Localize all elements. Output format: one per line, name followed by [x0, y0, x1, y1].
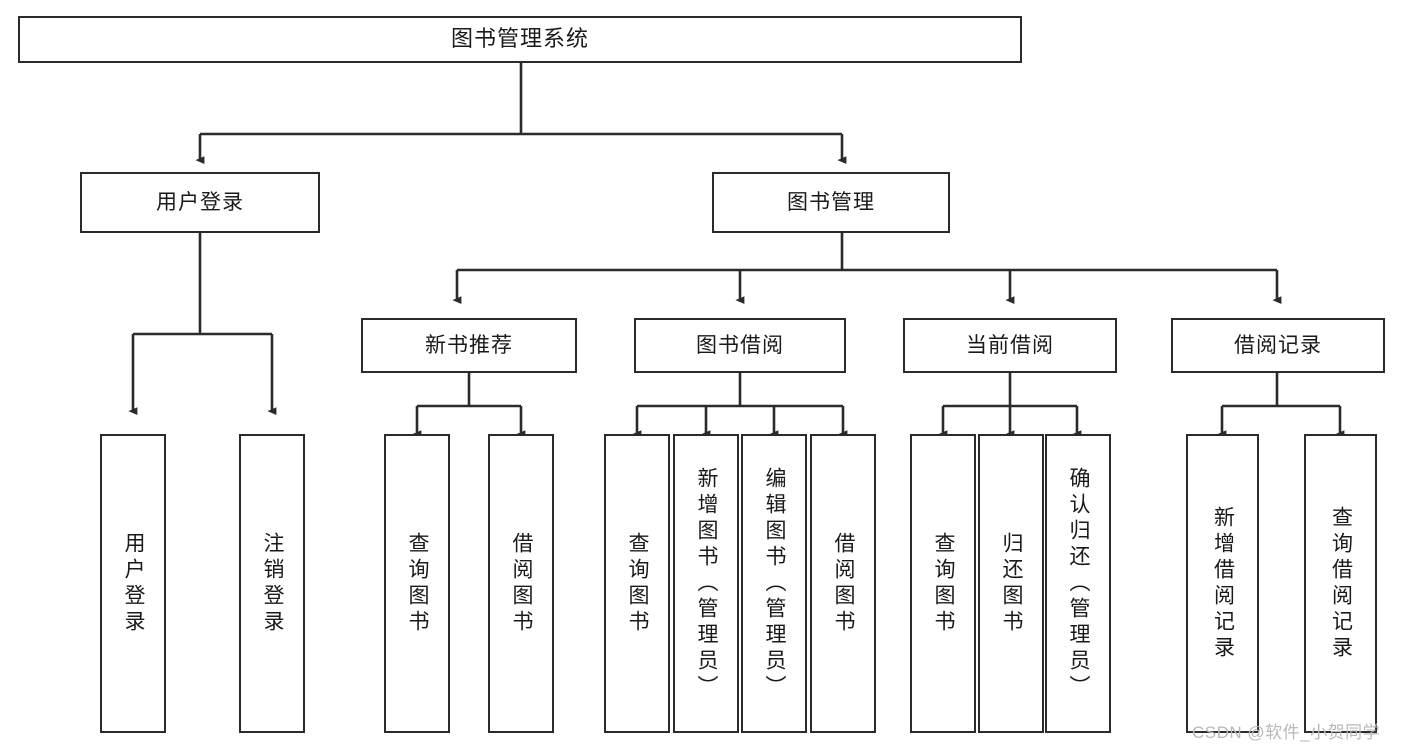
node-book-borrow[interactable]: 图书借阅	[634, 318, 846, 373]
node-leaf-query-borrow-record-label: 查询借阅记录	[1329, 505, 1353, 662]
node-book-management[interactable]: 图书管理	[712, 172, 950, 233]
root-to-level2-lines	[195, 63, 847, 165]
csdn-watermark: CSDN @软件_小贺同学	[1192, 723, 1381, 742]
node-leaf-query-book-recommend[interactable]: 查询图书	[384, 434, 450, 733]
node-leaf-edit-book-admin-label: 编辑图书（管理员）	[763, 466, 787, 701]
node-root-book-management-system[interactable]: 图书管理系统	[18, 16, 1022, 63]
node-leaf-return-book[interactable]: 归还图书	[978, 434, 1044, 733]
new-book-to-leaves-lines	[412, 373, 526, 439]
node-borrow-records[interactable]: 借阅记录	[1171, 318, 1385, 373]
node-new-book-recommend[interactable]: 新书推荐	[361, 318, 577, 373]
node-leaf-query-book-current[interactable]: 查询图书	[910, 434, 976, 733]
node-leaf-user-logout[interactable]: 注销登录	[239, 434, 305, 733]
current-borrow-to-leaves-lines	[938, 373, 1082, 439]
node-leaf-borrow-book[interactable]: 借阅图书	[810, 434, 876, 733]
node-leaf-user-logout-label: 注销登录	[261, 531, 285, 636]
borrow-records-to-leaves-lines	[1217, 373, 1345, 439]
node-borrow-records-label: 借阅记录	[1234, 333, 1322, 357]
node-current-borrow-label: 当前借阅	[966, 333, 1054, 357]
book-borrow-to-leaves-lines	[632, 373, 848, 439]
node-book-borrow-label: 图书借阅	[696, 333, 784, 357]
node-leaf-confirm-return-admin[interactable]: 确认归还（管理员）	[1045, 434, 1111, 733]
node-leaf-user-login[interactable]: 用户登录	[100, 434, 166, 733]
node-leaf-query-book-current-label: 查询图书	[932, 531, 956, 636]
node-leaf-add-book-admin[interactable]: 新增图书（管理员）	[673, 434, 739, 733]
node-leaf-add-book-admin-label: 新增图书（管理员）	[695, 466, 719, 701]
node-current-borrow[interactable]: 当前借阅	[903, 318, 1117, 373]
node-user-login[interactable]: 用户登录	[80, 172, 320, 233]
node-leaf-return-book-label: 归还图书	[1000, 531, 1024, 636]
book-manage-to-level3-lines	[452, 233, 1282, 305]
node-leaf-user-login-label: 用户登录	[122, 531, 146, 636]
node-leaf-add-borrow-record-label: 新增借阅记录	[1211, 505, 1235, 662]
node-leaf-query-book-recommend-label: 查询图书	[406, 531, 430, 636]
node-leaf-borrow-book-label: 借阅图书	[832, 531, 856, 636]
node-root-label: 图书管理系统	[450, 26, 589, 52]
node-leaf-edit-book-admin[interactable]: 编辑图书（管理员）	[741, 434, 807, 733]
user-login-to-leaves-lines	[128, 233, 277, 416]
node-book-management-label: 图书管理	[787, 190, 875, 214]
node-user-login-label: 用户登录	[156, 190, 244, 214]
node-leaf-query-book-borrow[interactable]: 查询图书	[604, 434, 670, 733]
node-leaf-query-borrow-record[interactable]: 查询借阅记录	[1304, 434, 1377, 733]
node-leaf-confirm-return-admin-label: 确认归还（管理员）	[1067, 466, 1091, 701]
node-leaf-borrow-book-recommend[interactable]: 借阅图书	[488, 434, 554, 733]
node-leaf-borrow-book-recommend-label: 借阅图书	[510, 531, 534, 636]
node-new-book-recommend-label: 新书推荐	[425, 333, 513, 357]
node-leaf-query-book-borrow-label: 查询图书	[626, 531, 650, 636]
node-leaf-add-borrow-record[interactable]: 新增借阅记录	[1186, 434, 1259, 733]
